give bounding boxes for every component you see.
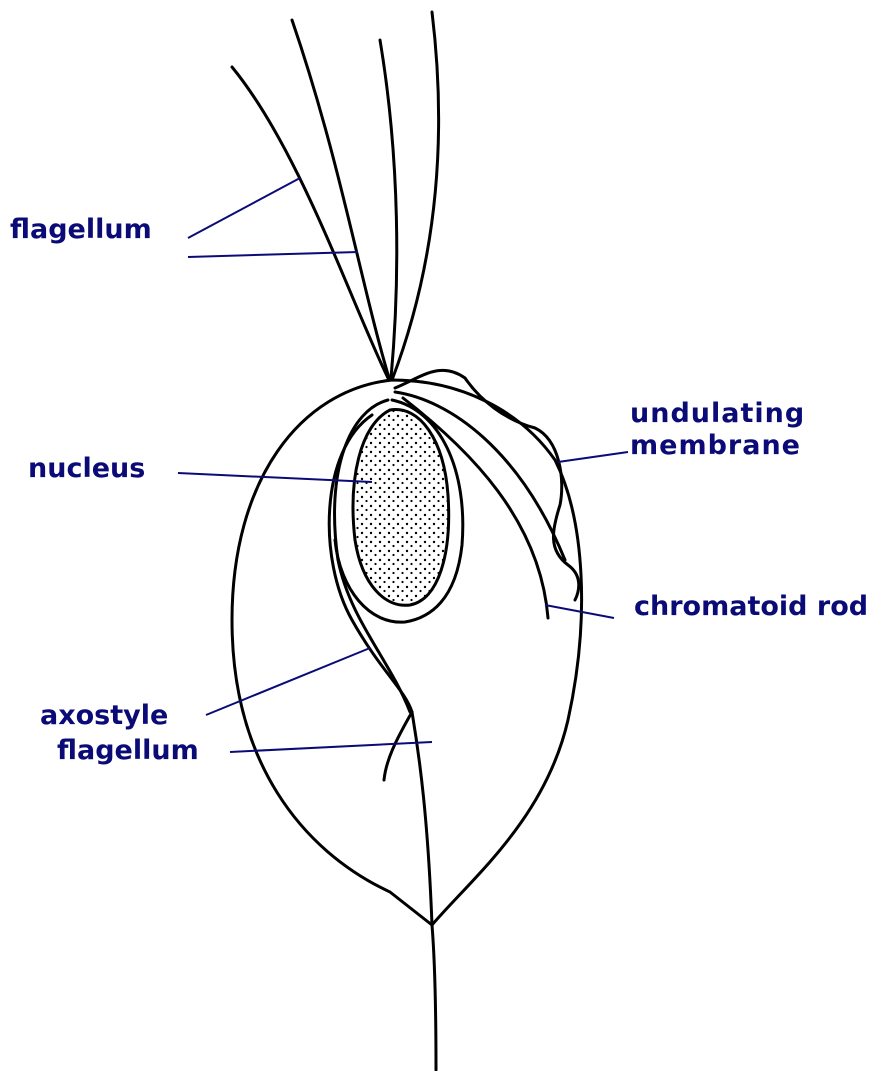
leader-line-flagellum-top-b [188,252,358,257]
label-nucleus: nucleus [28,455,145,482]
label-flagellum-bottom: flagellum [57,737,199,764]
label-undulating-membrane: undulating membrane [630,398,805,463]
leader-line-axostyle [206,648,370,715]
anterior-flagellum-strand [392,12,439,380]
label-chromatoid-rod: chromatoid rod [634,593,868,620]
leader-line-flagellum-bottom [230,742,432,752]
leader-line-flagellum-top-a [188,178,300,238]
anterior-flagellum-strand [380,40,397,378]
leader-line-chromatoid-rod [545,605,614,618]
anterior-flagellum-strand [232,67,388,378]
label-undulating-membrane-line1: undulating [630,398,805,430]
label-undulating-membrane-line2: membrane [630,430,805,462]
nucleus [353,410,449,606]
leader-line-undulating-membrane [558,452,628,462]
label-flagellum-top: flagellum [10,216,152,243]
anterior-flagellum-strand [292,20,389,378]
posterior-flagellum [432,925,436,1070]
anterior-flagella [232,12,439,380]
leader-line-nucleus [178,473,372,482]
label-axostyle: axostyle [40,702,168,729]
